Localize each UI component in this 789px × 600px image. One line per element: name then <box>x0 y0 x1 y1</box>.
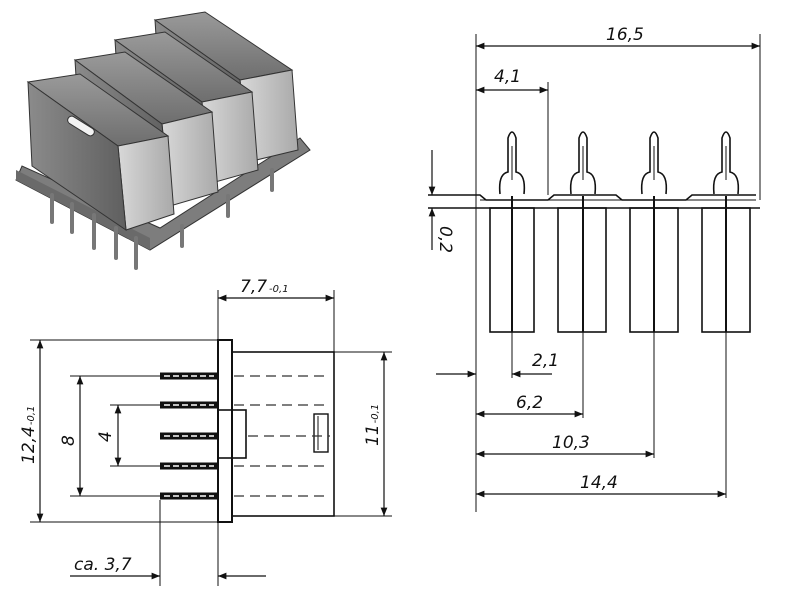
pin-length-dimension: ca. 3,7 <box>74 555 132 575</box>
pin-2 <box>557 131 607 333</box>
dim-14-4: 14,4 <box>580 473 618 493</box>
overall-width-dimension: 16,5 <box>606 25 644 45</box>
side-view: 7,7-0,1 12,4-0,1 11-0,1 8 4 ca. 3,7 <box>19 277 392 586</box>
component-photo <box>15 11 311 270</box>
dim-2-1: 2,1 <box>532 351 559 371</box>
first-pin-dimension: 4,1 <box>494 67 521 87</box>
front-view: 16,5 4,1 0,2 2,1 6,2 10,3 14,4 <box>428 25 761 512</box>
pin-1 <box>489 131 535 333</box>
dim-6-2: 6,2 <box>516 393 543 413</box>
pin-4 <box>701 131 751 333</box>
lead-thickness-dimension: 0,2 <box>435 226 455 253</box>
contact-block-1 <box>26 73 175 232</box>
depth-dimension: 7,7-0,1 <box>240 277 289 297</box>
pin-3 <box>629 131 679 333</box>
dim-10-3: 10,3 <box>552 433 590 453</box>
pins-3d <box>50 168 274 270</box>
pin-span-outer-dimension: 8 <box>59 435 79 446</box>
side-pins <box>160 372 330 500</box>
inner-height-dimension: 11-0,1 <box>363 404 383 446</box>
pin-span-inner-dimension: 4 <box>96 431 116 442</box>
height-dimension: 12,4-0,1 <box>19 406 39 464</box>
